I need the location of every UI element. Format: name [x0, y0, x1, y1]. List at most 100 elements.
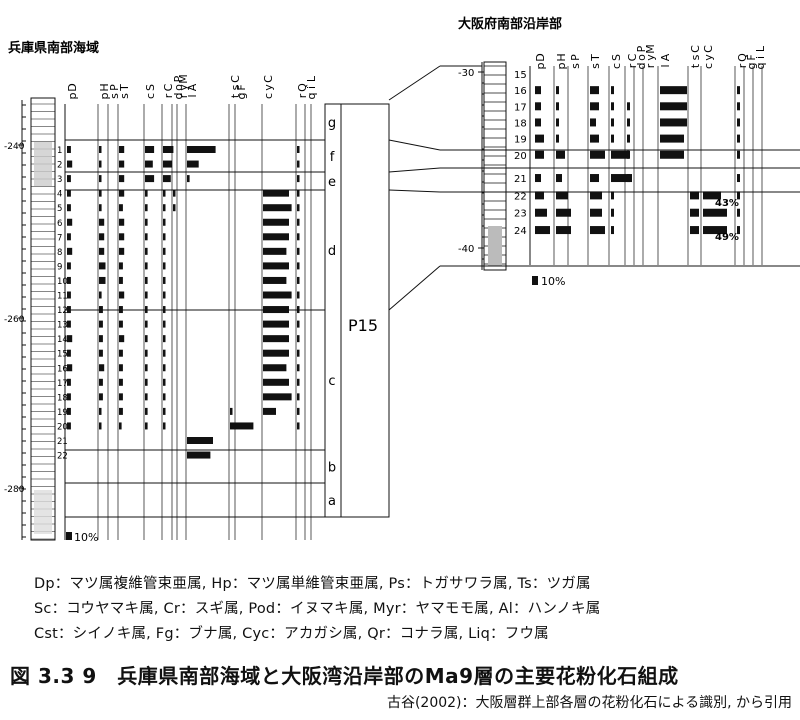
right-bar-Ts-17 — [590, 102, 599, 111]
zone-frame — [324, 103, 342, 518]
right-taxon-header-Cst-char: t — [689, 63, 702, 68]
left-taxon-header-Cst-char: C — [229, 75, 242, 83]
bar-Ts-10 — [119, 276, 123, 284]
bar-Dp-7 — [67, 233, 71, 241]
correlation-line — [388, 265, 441, 311]
sample-number: 22 — [57, 452, 68, 462]
bar-Cyc-17 — [263, 378, 289, 386]
right-bar-Al-17 — [660, 102, 687, 111]
right-bar-Hp-22 — [556, 191, 568, 200]
right-sample-number: 19 — [514, 135, 527, 146]
right-bar-Dp-17 — [535, 102, 541, 111]
left-taxon-header-Cst-char: s — [229, 84, 242, 90]
right-taxon-header-Hp-char: p — [555, 62, 568, 69]
bar-Hp-16 — [99, 364, 105, 372]
right-bar-Ts-16 — [590, 86, 599, 95]
bar-Hp-18 — [99, 393, 103, 401]
scale-bar — [66, 532, 72, 540]
right-bar-Qr-17 — [737, 102, 740, 111]
right-bar-Qr-16 — [737, 86, 740, 95]
left-taxon-header-Hp-char: p — [98, 92, 111, 99]
bar-Dp-15 — [67, 349, 71, 357]
right-bar-Sc-22 — [611, 191, 614, 200]
right-taxon-header-Myr-char: r — [644, 63, 657, 68]
bar-Dp-6 — [67, 218, 73, 226]
left-taxon-header-Myr-char: M — [177, 74, 190, 84]
sample-number: 20 — [57, 422, 68, 432]
correlation-line — [388, 189, 441, 193]
bar-Qr-7 — [297, 233, 300, 241]
bar-Hp-12 — [99, 306, 103, 314]
bar-Qr-17 — [297, 378, 300, 386]
right-bar-Cr-17 — [627, 102, 630, 111]
bar-Pod-5 — [173, 204, 176, 212]
bar-Cr-14 — [163, 335, 166, 343]
left-taxon-header-Pod-char: o — [172, 84, 185, 91]
bar-Dp-16 — [67, 364, 73, 372]
left-taxon-header-Ts-char: s — [118, 93, 131, 99]
bar-Qr-9 — [297, 262, 300, 270]
left-taxon-header-Cst-char: t — [229, 93, 242, 98]
sample-number: 13 — [57, 321, 68, 331]
right-bar-Cyc-23 — [703, 208, 727, 217]
bar-Dp-12 — [67, 306, 71, 314]
left-taxon-header-Cyc-char: y — [262, 84, 275, 91]
bar-Cst-20 — [230, 422, 254, 430]
right-sample-number: 15 — [514, 70, 527, 81]
bar-Sc-13 — [145, 320, 148, 328]
bar-Ts-11 — [119, 291, 125, 299]
hyogo-pollen-chart: 兵庫県南部海域-240-260-280DpHpPsTsScCrPodMyrAlC… — [4, 40, 390, 544]
right-bar-Cst-22 — [690, 191, 699, 200]
bar-Hp-1 — [99, 146, 102, 153]
left-taxon-header-Sc-char: c — [144, 93, 157, 99]
bar-Qr-18 — [297, 393, 300, 401]
sample-number: 4 — [57, 190, 62, 200]
sample-number: 17 — [57, 379, 68, 389]
bar-Dp-3 — [67, 175, 71, 183]
right-taxon-header-Al-char: A — [659, 53, 672, 61]
left-taxon-header-Cr-char: r — [162, 93, 175, 98]
bar-Dp-9 — [67, 262, 71, 270]
bar-Ts-20 — [119, 422, 122, 430]
bar-Qr-10 — [297, 276, 300, 284]
bar-Ts-19 — [119, 407, 123, 415]
right-taxon-header-Liq-char: L — [754, 45, 767, 52]
zone-label-b: b — [328, 461, 336, 476]
right-bar-Hp-17 — [556, 102, 559, 111]
right-scale-bar — [532, 276, 538, 285]
sample-number: 11 — [57, 292, 68, 302]
bar-Cyc-11 — [263, 291, 292, 299]
bar-Ts-14 — [119, 335, 125, 343]
right-bar-Sc-17 — [611, 102, 614, 111]
bar-Ts-5 — [119, 204, 123, 212]
bar-Ts-9 — [119, 262, 123, 270]
right-bar-Dp-18 — [535, 118, 541, 127]
right-bar-Qr-20 — [737, 150, 740, 159]
right-bar-Hp-23 — [556, 208, 571, 217]
left-taxon-header-Pod-char: P — [172, 75, 185, 82]
bar-Sc-17 — [145, 378, 148, 386]
bar-Ts-12 — [119, 306, 123, 314]
bar-Hp-20 — [99, 422, 102, 430]
bar-Dp-20 — [67, 422, 71, 430]
annotation-49: 49% — [715, 232, 739, 243]
bar-Ts-18 — [119, 393, 123, 401]
left-chart-title: 兵庫県南部海域 — [8, 40, 99, 56]
bar-Dp-13 — [67, 320, 71, 328]
right-bar-Qr-18 — [737, 118, 740, 127]
right-taxon-header-Cst-char: C — [689, 45, 702, 53]
lithology-sand-bed — [34, 142, 52, 186]
bar-Cyc-19 — [263, 407, 276, 415]
right-bar-Cr-21 — [627, 174, 630, 183]
sample-number: 19 — [57, 408, 68, 418]
right-chart-title: 大阪府南部沿岸部 — [458, 16, 562, 32]
sample-number: 16 — [57, 364, 68, 374]
right-taxon-header-Liq-char: i — [754, 56, 767, 59]
right-bar-Cst-23 — [690, 208, 699, 217]
figure-source: 古谷(2002)：大阪層群上部各層の花粉化石による識別, から引用 — [386, 695, 792, 711]
lithology-sand-bed — [34, 490, 52, 534]
bar-Cr-3 — [163, 175, 171, 183]
right-taxon-header-Pod-char: d — [635, 63, 648, 70]
bar-Al-22 — [187, 451, 211, 459]
right-taxon-header-Ts-char: T — [589, 54, 602, 62]
